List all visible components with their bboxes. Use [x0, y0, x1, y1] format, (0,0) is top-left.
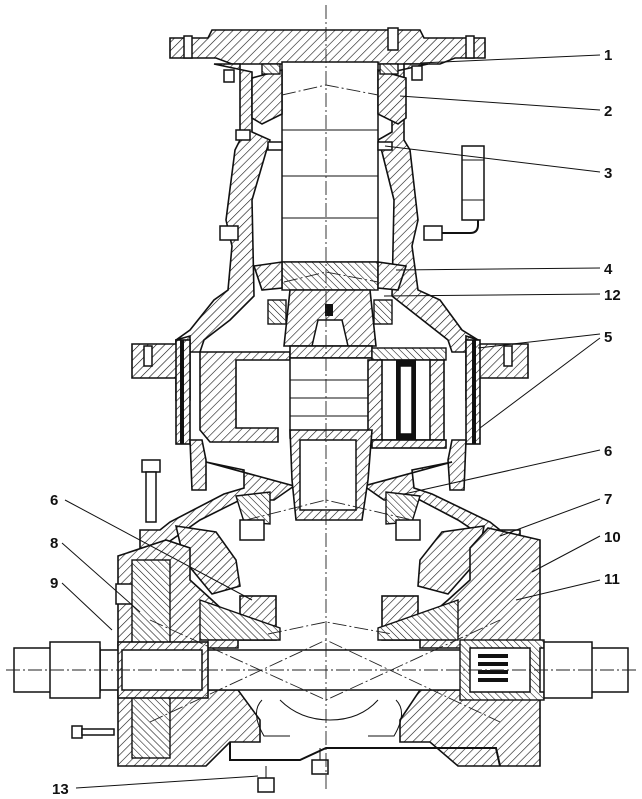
callout-3: 3	[604, 165, 612, 182]
callout-12: 12	[604, 287, 621, 304]
loose-bolt	[141, 459, 161, 523]
callout-4: 4	[604, 261, 613, 278]
side-plugs	[219, 145, 485, 241]
upper-bearings	[251, 63, 408, 325]
spider-gears	[199, 599, 459, 737]
callout-1: 1	[604, 47, 612, 64]
leader-lines	[61, 54, 601, 789]
top-flange	[169, 27, 486, 65]
callout-9: 9	[50, 575, 58, 592]
planetary-stage	[199, 345, 447, 449]
callout-13: 13	[52, 781, 69, 798]
lower-housing	[139, 429, 521, 595]
callout-10: 10	[604, 529, 621, 546]
main-shaft	[281, 61, 379, 347]
drain-plugs	[257, 748, 329, 793]
callout-2: 2	[604, 103, 612, 120]
callout-8: 8	[50, 535, 58, 552]
callout-6-left: 6	[50, 492, 58, 509]
callout-5: 5	[604, 329, 612, 346]
callout-11: 11	[604, 571, 620, 588]
side-bolt	[71, 725, 115, 739]
callout-7: 7	[604, 491, 612, 508]
callouts: 1 2 3 4 12 5 6 7 10 11 6 8 9 13	[50, 47, 621, 798]
callout-6-right: 6	[604, 443, 612, 460]
middle-flange	[131, 334, 529, 491]
